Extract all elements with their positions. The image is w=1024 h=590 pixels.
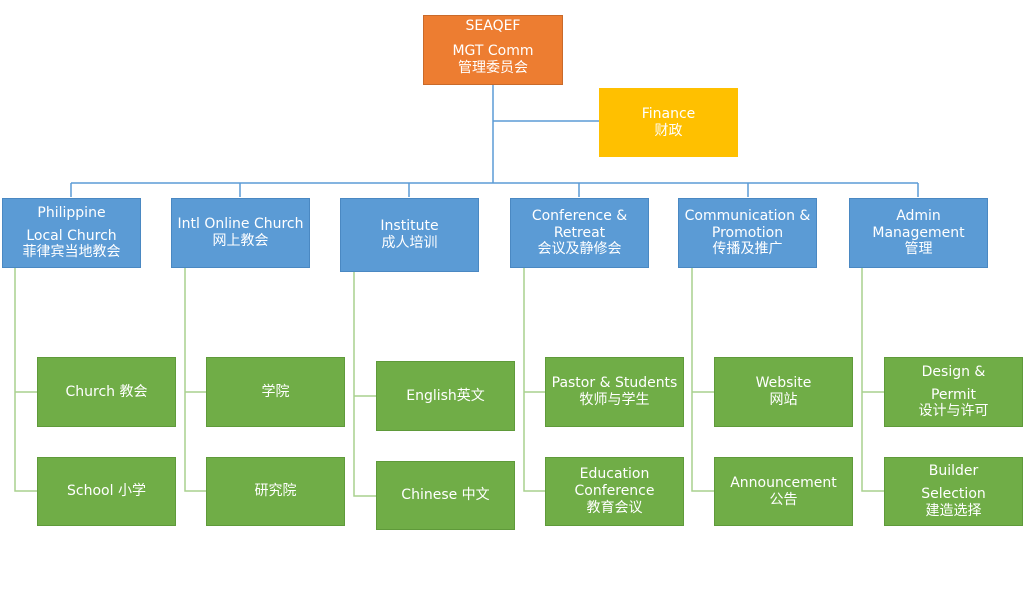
leaf-label-cn: 网站: [769, 392, 798, 408]
leaf-english: English英文: [376, 361, 515, 431]
dept-label: Local Church: [26, 227, 117, 244]
leaf-label: Permit: [930, 386, 977, 403]
leaf-label-cn: 建造选择: [925, 502, 982, 519]
finance-node: Finance 财政: [599, 88, 738, 157]
leaf-label: Church 教会: [65, 383, 148, 400]
finance-label: Finance: [641, 105, 696, 122]
dept-label-cn: 传播及推广: [712, 241, 783, 258]
leaf-design-permit: Design & Permit 设计与许可: [884, 357, 1023, 427]
leaf-connector: [353, 272, 376, 497]
leaf-label: Conference: [574, 483, 655, 500]
dept-label: Communication &: [684, 207, 811, 224]
leaf-label: 学院: [261, 383, 290, 400]
leaf-pastor-students: Pastor & Students 牧师与学生: [545, 357, 684, 427]
dept-admin-management: Admin Management 管理: [849, 198, 988, 268]
dept-label: Conference &: [531, 207, 628, 224]
top-node-mgt-comm: SEAQEF MGT Comm 管理委员会: [423, 15, 563, 85]
dept-label-cn: 菲律宾当地教会: [22, 244, 121, 261]
dept-label-cn: 网上教会: [212, 233, 269, 249]
leaf-label: School 小学: [67, 483, 146, 500]
leaf-label: Chinese 中文: [401, 487, 490, 504]
leaf-label: Pastor & Students: [551, 375, 678, 392]
leaf-label: Design &: [921, 363, 986, 380]
dept-label: Retreat: [553, 224, 606, 241]
leaf-label-cn: 教育会议: [586, 499, 643, 516]
dept-label: Intl Online Church: [177, 216, 304, 233]
dept-intl-online-church: Intl Online Church 网上教会: [171, 198, 310, 268]
leaf-builder-selection: Builder Selection 建造选择: [884, 457, 1023, 526]
leaf-connector: [861, 268, 884, 492]
dept-label: Institute: [380, 218, 439, 235]
dept-label: Management: [872, 224, 965, 241]
leaf-chinese: Chinese 中文: [376, 461, 515, 530]
leaf-label: Education: [579, 466, 650, 483]
leaf-label: 研究院: [254, 483, 297, 500]
leaf-label-cn: 牧师与学生: [579, 392, 650, 408]
leaf-label-cn: 公告: [769, 491, 798, 508]
leaf-announcement: Announcement 公告: [714, 457, 853, 526]
leaf-label: English英文: [406, 387, 485, 404]
dept-philippine-local-church: Philippine Local Church 菲律宾当地教会: [2, 198, 141, 268]
leaf-connector: [691, 268, 714, 492]
finance-label-cn: 财政: [654, 122, 683, 139]
leaf-connector: [14, 268, 37, 492]
dept-label: Philippine: [37, 204, 106, 221]
dept-label-cn: 会议及静修会: [537, 241, 622, 258]
top-node-label: MGT Comm: [452, 42, 534, 59]
dept-label: Promotion: [711, 224, 784, 241]
top-node-label-cn: 管理委员会: [458, 59, 528, 76]
leaf-connector: [184, 268, 206, 492]
leaf-church: Church 教会: [37, 357, 176, 427]
leaf-label: Announcement: [730, 474, 837, 491]
leaf-label: Selection: [921, 486, 986, 503]
leaf-label: Website: [755, 375, 812, 392]
top-node-title: SEAQEF: [465, 18, 521, 34]
dept-communication-promotion: Communication & Promotion 传播及推广: [678, 198, 817, 268]
leaf-label-cn: 设计与许可: [918, 403, 989, 420]
dept-label: Admin: [896, 207, 941, 224]
leaf-education-conference: Education Conference 教育会议: [545, 457, 684, 526]
dept-label-cn: 成人培训: [381, 235, 438, 251]
leaf-college: 学院: [206, 357, 345, 427]
leaf-connector: [523, 268, 545, 492]
dept-institute: Institute 成人培训: [340, 198, 479, 272]
leaf-school: School 小学: [37, 457, 176, 526]
dept-label-cn: 管理: [904, 241, 933, 258]
leaf-graduate-school: 研究院: [206, 457, 345, 526]
leaf-website: Website 网站: [714, 357, 853, 427]
dept-conference-retreat: Conference & Retreat 会议及静修会: [510, 198, 649, 268]
leaf-label: Builder: [928, 463, 979, 480]
